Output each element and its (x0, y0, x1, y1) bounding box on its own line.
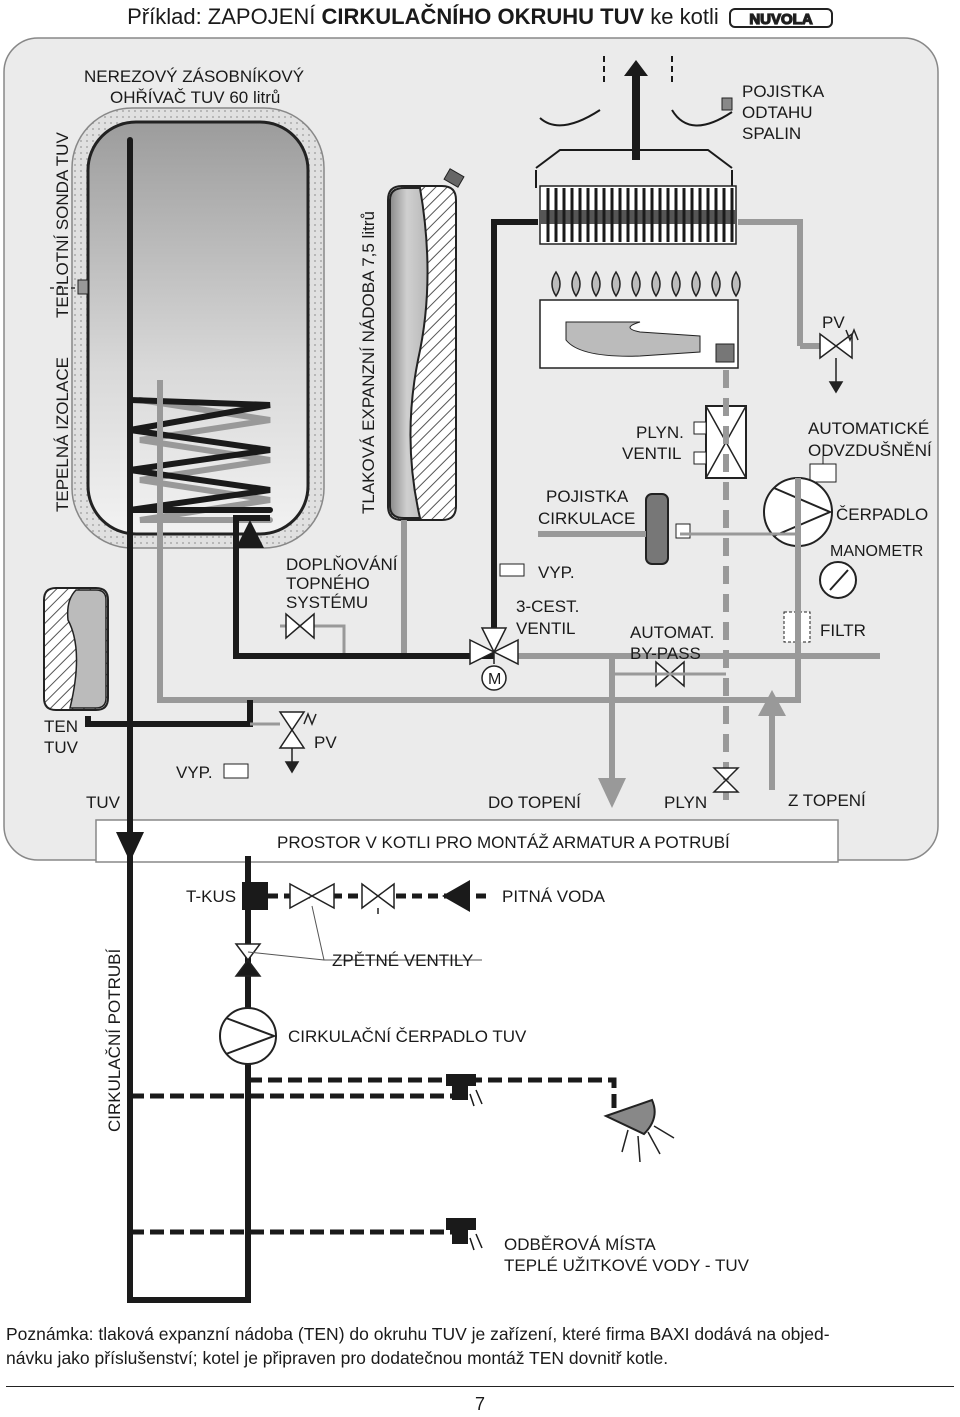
label-ten-1: TEN (44, 717, 78, 736)
label-doplnovani-2: TOPNÉHO (286, 574, 370, 593)
label-expanzni: TLAKOVÁ EXPANZNÍ NÁDOBA 7,5 litrů (359, 211, 378, 514)
mounting-space-strip (95, 819, 839, 863)
label-do-topeni: DO TOPENÍ (488, 793, 581, 812)
footer-rule (6, 1386, 954, 1387)
label-pojistka-odtahu-1: POJISTKA (742, 82, 825, 101)
expansion-valve-cap (443, 168, 465, 188)
label-plyn-ventil-1: PLYN. (636, 423, 684, 442)
label-pojistka-odtahu-3: SPALIN (742, 124, 801, 143)
label-sonda: TEPLOTNÍ SONDA TUV (53, 132, 72, 318)
label-vyp-upper: VYP. (538, 563, 575, 582)
label-bypass-2: BY-PASS (630, 644, 701, 663)
arrow-pitna-voda (442, 880, 470, 912)
label-prostor: PROSTOR V KOTLI PRO MONTÁŽ ARMATUR A POT… (277, 833, 730, 852)
label-tkus: T-KUS (186, 887, 236, 906)
title-bold: CIRKULAČNÍHO OKRUHU TUV (321, 4, 645, 29)
label-cirk-potrubi: CIRKULAČNÍ POTRUBÍ (105, 948, 124, 1132)
label-tuv: TUV (86, 793, 121, 812)
page-title: Příklad: ZAPOJENÍ CIRKULAČNÍHO OKRUHU TU… (0, 4, 960, 30)
label-auto-odvzd-2: ODVZDUŠNĚNÍ (808, 441, 932, 460)
label-tank: NEREZOVÝ ZÁSOBNÍKOVÝ (84, 67, 304, 86)
label-cirk-cerpadlo: CIRKULAČNÍ ČERPADLO TUV (288, 1027, 527, 1046)
label-motor: M (488, 671, 501, 688)
label-izolace: TEPELNÁ IZOLACE (53, 357, 72, 512)
label-pv-lower: PV (314, 733, 337, 752)
label-cerpadlo: ČERPADLO (836, 505, 928, 524)
label-z-topeni: Z TOPENÍ (788, 791, 866, 810)
check-valve-vertical (234, 943, 262, 977)
label-bypass-1: AUTOMAT. (630, 623, 714, 642)
tap-upper-icon (446, 1074, 483, 1107)
flue-safety-sensor (721, 97, 733, 111)
circulation-pump (219, 1007, 277, 1065)
label-tank-2: OHŘÍVAČ TUV 60 litrů (110, 88, 280, 107)
air-vent (809, 463, 837, 483)
expansion-vessel-membrane (389, 187, 429, 519)
label-plyn-ventil-2: VENTIL (622, 444, 682, 463)
label-trojcest-1: 3-CEST. (516, 597, 579, 616)
label-pitna-voda: PITNÁ VODA (502, 887, 606, 906)
gas-cock (712, 767, 740, 793)
flow-switch-lower (223, 763, 249, 779)
label-filtr: FILTR (820, 621, 866, 640)
connection-diagram: PROSTOR V KOTLI PRO MONTÁŽ ARMATUR A POT… (3, 37, 939, 1303)
arrow-tuv-out (116, 832, 144, 862)
circulation-safety (645, 493, 669, 565)
label-trojcest-2: VENTIL (516, 619, 576, 638)
label-pv-top: PV (822, 313, 845, 332)
label-manometr: MANOMETR (830, 543, 923, 560)
t-piece (242, 882, 268, 910)
footnote: Poznámka: tlaková expanzní nádoba (TEN) … (6, 1322, 956, 1370)
brand-logo-text: NUVOLA (749, 11, 813, 28)
arrow-z-topeni (758, 690, 786, 716)
check-valves (289, 882, 395, 914)
tap-lower-icon (446, 1218, 483, 1251)
filling-valve (285, 612, 315, 640)
arrow-do-topeni (598, 778, 626, 808)
label-plyn: PLYN (664, 793, 707, 812)
burner (539, 299, 739, 369)
label-odberova-1: ODBĚROVÁ MÍSTA (504, 1235, 656, 1254)
arrow-tuv-return (236, 520, 264, 548)
safety-valve-top (800, 327, 859, 394)
shower-head-icon (603, 1098, 675, 1163)
footnote-line-1: Poznámka: tlaková expanzní nádoba (TEN) … (6, 1324, 830, 1344)
title-suffix: ke kotli (650, 4, 719, 29)
label-pojistka-cirk-2: CIRKULACE (538, 509, 635, 528)
check-valves-pointer (247, 905, 482, 961)
temperature-sensor (77, 279, 89, 295)
label-auto-odvzd-1: AUTOMATICKÉ (808, 419, 929, 438)
brand-logo: NUVOLA (728, 8, 833, 29)
page-number: 7 (474, 1394, 485, 1414)
heat-exchanger (539, 185, 737, 245)
footnote-line-2: návku jako příslušenství; kotel je připr… (6, 1348, 669, 1368)
flue-arrow-up (624, 60, 648, 160)
label-zpetne-ventily: ZPĚTNÉ VENTILY (332, 951, 473, 970)
label-odberova-2: TEPLÉ UŽITKOVÉ VODY - TUV (504, 1256, 750, 1275)
dhw-branch-lines (130, 1077, 617, 1235)
label-pojistka-cirk-1: POJISTKA (546, 487, 629, 506)
three-way-valve (469, 627, 519, 691)
title-prefix: Příklad: ZAPOJENÍ (127, 4, 316, 29)
label-ten-2: TUV (44, 738, 79, 757)
flow-switch-upper (499, 563, 525, 577)
label-doplnovani-3: SYSTÉMU (286, 593, 368, 612)
label-vyp-lower: VYP. (176, 763, 213, 782)
label-doplnovani-1: DOPLŇOVÁNÍ (286, 555, 398, 574)
label-pojistka-odtahu-2: ODTAHU (742, 103, 813, 122)
burner-flames (551, 270, 741, 298)
safety-valve-lower (250, 711, 317, 774)
